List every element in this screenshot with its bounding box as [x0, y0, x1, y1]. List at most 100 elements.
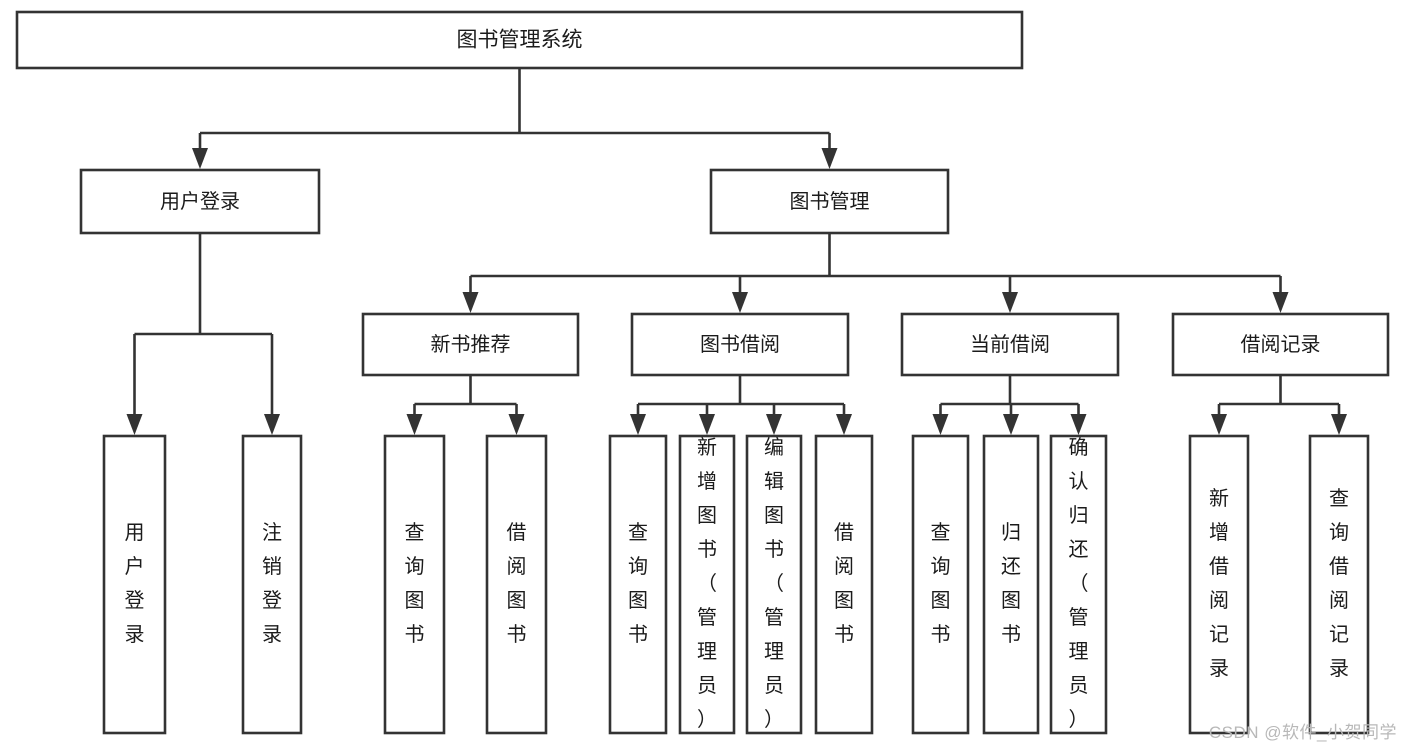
- node-box[interactable]: [900, 312, 1120, 377]
- node-box[interactable]: [1171, 312, 1390, 377]
- node-label: 图书借阅: [700, 333, 780, 356]
- node-label-char: 询: [628, 555, 648, 578]
- node-label: 用户登录: [160, 190, 240, 213]
- node-label-char: 销: [262, 555, 282, 578]
- node-root[interactable]: 图书管理系统: [15, 10, 1024, 70]
- node-current_borrow[interactable]: 当前借阅: [900, 312, 1120, 377]
- node-label-char: 图: [405, 590, 425, 612]
- node-box[interactable]: [361, 312, 580, 377]
- node-label-char: 还: [1069, 538, 1089, 561]
- node-label-char: 员: [697, 675, 717, 697]
- arrow-head-icon: [766, 414, 782, 435]
- node-label-char: 借: [507, 521, 527, 544]
- node-label-char: 新: [697, 436, 717, 459]
- node-label-char: 阅: [834, 555, 854, 578]
- node-label-char: 录: [1329, 658, 1349, 680]
- node-label-char: ）: [1069, 708, 1089, 731]
- edge-group-book_borrow: [630, 375, 852, 435]
- arrow-head-icon: [1331, 414, 1347, 435]
- node-new_book_rec[interactable]: 新书推荐: [361, 312, 580, 377]
- node-box[interactable]: [630, 312, 850, 377]
- node-label-char: 询: [405, 555, 425, 578]
- node-label-char: 辑: [764, 470, 784, 493]
- node-label: 图书管理系统: [457, 29, 583, 52]
- arrow-head-icon: [1272, 292, 1289, 313]
- arrow-head-icon: [732, 292, 748, 313]
- node-label-char: 图: [697, 505, 717, 527]
- node-box[interactable]: [1188, 434, 1250, 735]
- node-box[interactable]: [1049, 434, 1108, 735]
- node-label-char: 借: [834, 521, 854, 544]
- node-label-char: 查: [1329, 487, 1349, 510]
- node-label: 借阅记录: [1241, 333, 1321, 356]
- arrow-head-icon: [1002, 292, 1018, 313]
- node-box[interactable]: [982, 434, 1040, 735]
- edge-group-root: [192, 68, 838, 169]
- node-label-char: ）: [764, 708, 784, 731]
- node-label-char: 录: [125, 624, 145, 646]
- node-layer: 图书管理系统用户登录图书管理新书推荐图书借阅当前借阅借阅记录用户登录注销登录查询…: [15, 10, 1390, 735]
- node-user_login[interactable]: 用户登录: [79, 168, 321, 235]
- node-box[interactable]: [745, 434, 803, 735]
- node-label-char: 借: [1209, 555, 1229, 578]
- node-label-char: 确: [1069, 436, 1089, 459]
- node-box[interactable]: [383, 434, 446, 735]
- node-label-char: 借: [1329, 555, 1349, 578]
- node-label-char: 书: [628, 623, 648, 646]
- node-label-char: 书: [764, 538, 784, 561]
- node-box[interactable]: [15, 10, 1024, 70]
- node-label-char: 新: [1209, 487, 1229, 510]
- node-box[interactable]: [1308, 434, 1370, 735]
- edge-group-user_login: [126, 233, 280, 435]
- node-borrow_record[interactable]: 借阅记录: [1171, 312, 1390, 377]
- node-label-char: 图: [628, 590, 648, 612]
- node-label-char: 录: [1209, 658, 1229, 680]
- node-box[interactable]: [608, 434, 668, 735]
- node-box[interactable]: [241, 434, 303, 735]
- node-label-char: （: [764, 572, 784, 595]
- node-box[interactable]: [911, 434, 970, 735]
- arrow-head-icon: [821, 148, 838, 169]
- arrow-head-icon: [1211, 414, 1227, 435]
- arrow-head-icon: [192, 148, 208, 169]
- node-book_borrow[interactable]: 图书借阅: [630, 312, 850, 377]
- node-label-char: 书: [1001, 623, 1021, 646]
- node-label-char: 图: [1001, 590, 1021, 612]
- node-box[interactable]: [814, 434, 874, 735]
- node-label-char: 注: [262, 521, 282, 544]
- node-box[interactable]: [102, 434, 167, 735]
- node-box[interactable]: [79, 168, 321, 235]
- arrow-head-icon: [462, 292, 479, 313]
- node-label-char: 理: [1069, 641, 1089, 663]
- node-label-char: 管: [764, 606, 784, 629]
- arrow-head-icon: [699, 414, 715, 435]
- node-box[interactable]: [678, 434, 736, 735]
- node-label-char: 归: [1069, 504, 1089, 527]
- node-book_manage[interactable]: 图书管理: [709, 168, 950, 235]
- node-label-char: 阅: [1329, 589, 1349, 612]
- node-label: 当前借阅: [970, 333, 1050, 356]
- node-box[interactable]: [485, 434, 548, 735]
- node-label-char: 阅: [507, 555, 527, 578]
- node-label-char: 增: [1209, 521, 1229, 544]
- node-label-char: 管: [697, 606, 717, 629]
- node-label-char: 图: [764, 505, 784, 527]
- node-box[interactable]: [709, 168, 950, 235]
- node-label-char: 登: [262, 589, 282, 612]
- node-label-char: （: [1069, 572, 1089, 595]
- edge-group-borrow_record: [1211, 375, 1347, 435]
- node-leaf_1[interactable]: 用户登录: [102, 434, 167, 735]
